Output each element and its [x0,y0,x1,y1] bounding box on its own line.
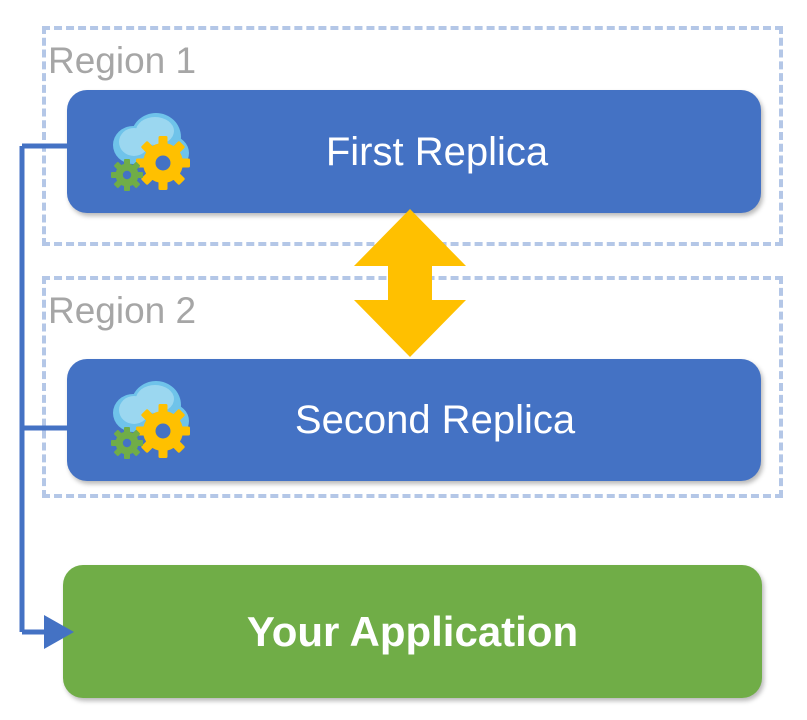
your-application-node[interactable]: Your Application [63,565,762,698]
cloud-gear-icon [103,109,195,195]
region-2-label: Region 2 [48,290,197,331]
your-application-label: Your Application [246,607,579,655]
first-replica-node[interactable]: First Replica [67,90,761,213]
first-replica-label: First Replica [325,129,549,174]
second-replica-node[interactable]: Second Replica [67,359,761,481]
bidirectional-sync-arrow [354,209,466,357]
second-replica-label: Second Replica [294,398,576,442]
region-1-label: Region 1 [48,40,197,81]
cloud-gear-icon [103,377,195,463]
